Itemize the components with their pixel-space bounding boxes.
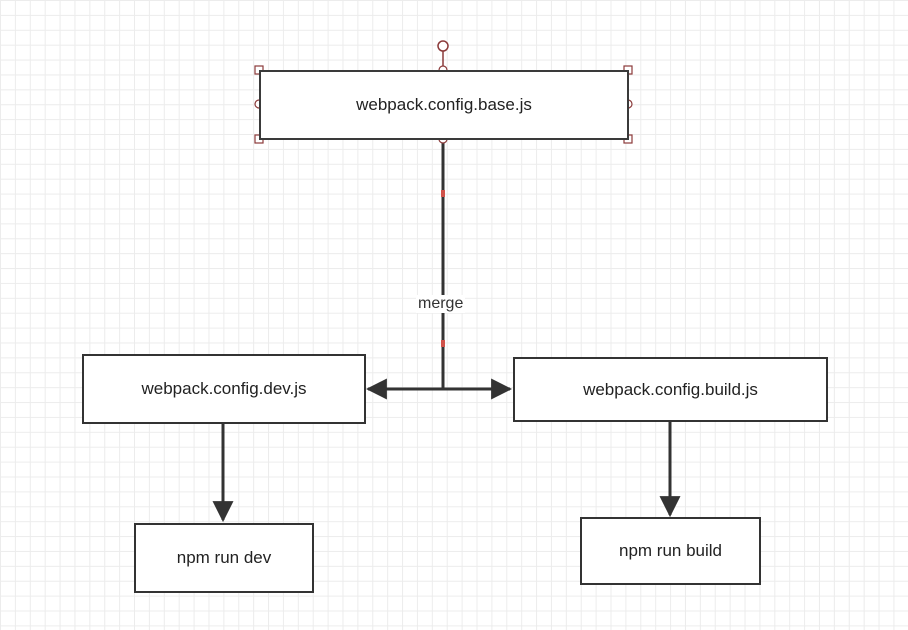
node-npm-run-build[interactable]: npm run build xyxy=(580,517,761,585)
rotation-handle[interactable] xyxy=(437,40,449,52)
node-label: npm run dev xyxy=(176,548,272,567)
node-label: webpack.config.dev.js xyxy=(141,379,307,398)
node-npm-run-dev[interactable]: npm run dev xyxy=(134,523,314,593)
node-label: webpack.config.base.js xyxy=(356,95,532,114)
connector-midpoint-marker[interactable] xyxy=(441,340,445,347)
node-label: webpack.config.build.js xyxy=(583,379,758,399)
node-label: npm run build xyxy=(618,541,722,560)
connector-midpoint-marker[interactable] xyxy=(441,190,445,197)
edge-label-merge[interactable]: merge xyxy=(416,295,466,313)
node-webpack-config-base[interactable]: webpack.config.base.js xyxy=(259,70,629,140)
node-webpack-config-build[interactable]: webpack.config.build.js xyxy=(513,357,828,422)
node-webpack-config-dev[interactable]: webpack.config.dev.js xyxy=(82,354,366,424)
